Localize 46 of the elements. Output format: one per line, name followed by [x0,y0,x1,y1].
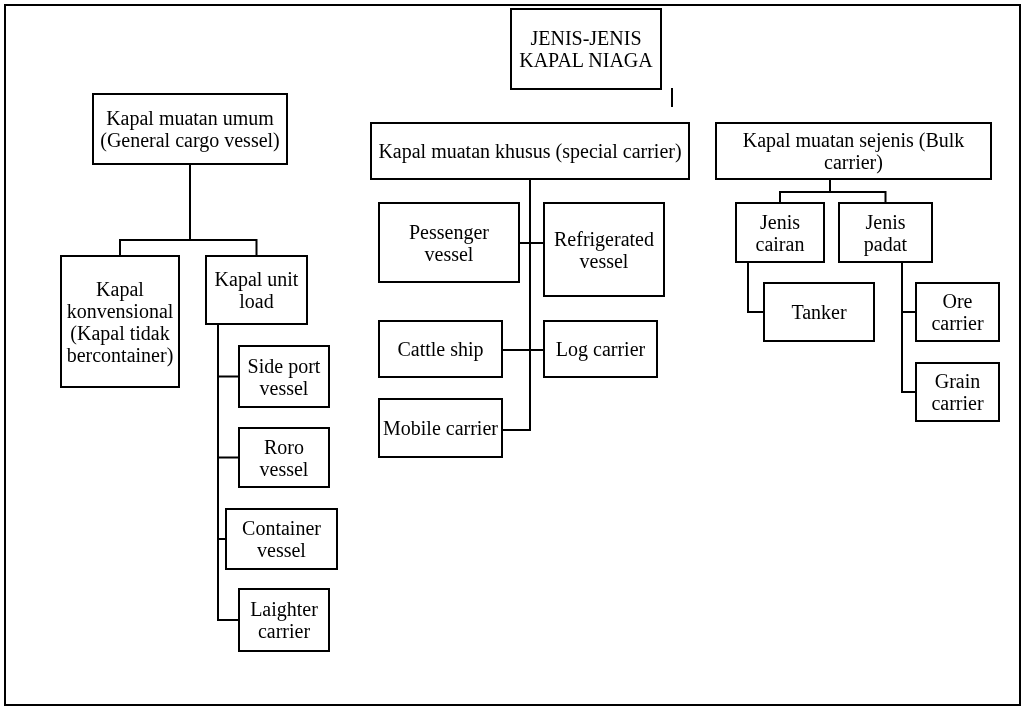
category-box [238,427,330,488]
node-label: Pessenger vessel [408,220,490,265]
category-box [60,255,180,388]
category-box [238,345,330,408]
connector-line [502,179,531,431]
node-label: Kapal muatan sejenis (Bulk carrier) [741,129,966,173]
category-box [370,122,690,180]
node-label: Laighter carrier [249,598,319,642]
category-box [378,398,503,458]
connector-line [829,179,887,203]
category-box [915,362,1000,422]
category-box [92,93,288,165]
connector-line [901,262,916,393]
category-box [225,508,338,570]
connector-line [217,324,239,621]
node-label: Side port vessel [246,354,322,399]
node-label: Kapal konvensional (Kapal tidak bercontainer) [65,277,175,366]
node-label: Log carrier [555,338,646,360]
connector-line [189,164,258,256]
node-label: Tanker [791,301,847,323]
category-box [205,255,308,325]
category-box [838,202,933,263]
node-label: Ore carrier [930,290,985,334]
node-label: Grain carrier [930,370,985,414]
category-box [735,202,825,263]
node-label: Kapal unit load [213,268,300,312]
node-label: Mobile carrier [383,417,498,439]
category-box [715,122,992,180]
category-box [378,202,520,283]
category-box [510,8,662,90]
node-label: Jenis padat [862,210,909,255]
category-box [543,202,665,297]
node-label: Kapal muatan umum (General cargo vessel) [99,107,281,151]
node-label: Cattle ship [397,338,484,360]
node-label: Roro vessel [258,435,310,480]
connector-line [747,262,764,313]
node-label: Jenis cairan [754,210,806,255]
category-box [915,282,1000,342]
category-box [763,282,875,342]
node-label: Refrigerated vessel [553,227,655,272]
node-label: JENIS-JENIS KAPAL NIAGA [518,27,654,71]
node-label: Kapal muatan khusus (special carrier) [378,140,682,162]
category-box [543,320,658,378]
node-label: Container vessel [241,517,322,561]
category-box [378,320,503,378]
category-box [238,588,330,652]
